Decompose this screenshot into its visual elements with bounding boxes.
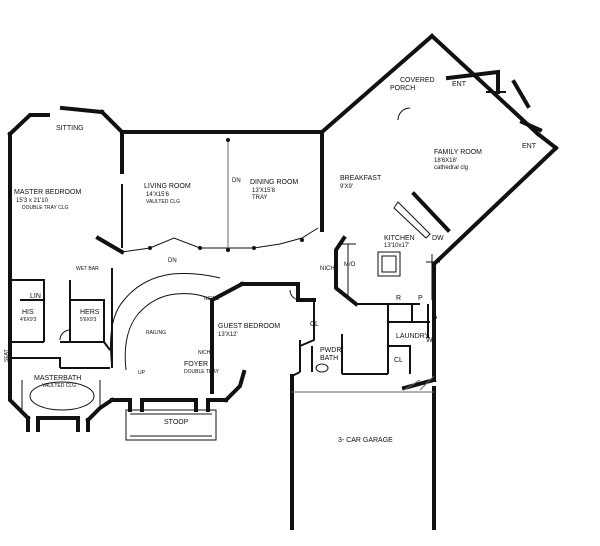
label-family-room: FAMILY ROOM <box>434 149 482 156</box>
label-master-bedroom: MASTER BEDROOM <box>14 189 81 196</box>
label-kitchen: KITCHEN <box>384 235 415 242</box>
interior-walls <box>10 69 543 394</box>
label-garage: 3- CAR GARAGE <box>338 437 393 444</box>
label-covered-porch-2: PORCH <box>390 85 415 92</box>
label-master-bedroom-dims: 15'3 x 21'10 <box>16 198 49 204</box>
label-cl-laundry: CL <box>394 357 403 364</box>
label-d: D <box>432 315 437 322</box>
label-sitting: SITTING <box>56 125 84 132</box>
label-masterbath: MASTERBATH <box>34 375 81 382</box>
label-railing: RAILING <box>146 330 166 336</box>
label-niche-kitchen: NICHE <box>320 266 339 272</box>
label-guest-bedroom: GUEST BEDROOM <box>218 323 280 330</box>
label-mo: M/O <box>344 262 356 268</box>
exterior-walls <box>7 33 559 530</box>
label-niche-foyer: NICHE <box>198 350 214 356</box>
label-breakfast: BREAKFAST <box>340 175 382 182</box>
label-cl-guest: CL <box>310 321 319 328</box>
label-dn-living: DN <box>232 178 241 184</box>
label-dining-room: DINING ROOM <box>250 179 298 186</box>
label-his-dims: 4'6X9'3 <box>20 317 37 323</box>
label-foyer: FOYER <box>184 361 208 368</box>
label-pwdr-2: BATH <box>320 355 338 362</box>
label-stoop: STOOP <box>164 419 189 426</box>
label-family-room-dims: 18'6X18' <box>434 158 457 164</box>
label-guest-bedroom-dims: 13'X12' <box>218 332 238 338</box>
label-ent-right: ENT <box>522 143 537 150</box>
label-his: HIS <box>22 309 34 316</box>
label-pwdr-1: PWDR/ <box>320 347 343 354</box>
room-labels: SITTING MASTER BEDROOM 15'3 x 21'10 DOUB… <box>4 77 537 444</box>
label-dw: DW <box>432 235 444 242</box>
label-laundry: LAUNDRY <box>396 333 430 340</box>
label-kitchen-dims: 13'10x17' <box>384 243 409 249</box>
label-foyer-note: DOUBLE TRAY <box>184 369 219 375</box>
label-dining-room-note: TRAY <box>252 195 268 201</box>
label-dining-room-dims: 13'X15'8 <box>252 188 276 194</box>
label-covered-porch-1: COVERED <box>400 77 435 84</box>
label-living-room: LIVING ROOM <box>144 183 191 190</box>
label-lin: LIN <box>30 293 41 300</box>
label-w: W <box>426 337 433 344</box>
label-breakfast-dims: 9'X9' <box>340 184 353 190</box>
label-wet-bar: WET BAR <box>76 266 99 272</box>
label-seat: SEAT <box>4 349 10 362</box>
fixture-details <box>21 107 435 441</box>
label-niche-stair: NICHE <box>204 296 220 302</box>
label-hers: HERS <box>80 309 100 316</box>
label-dn-foyer: DN <box>168 258 177 264</box>
label-r: R <box>396 295 401 302</box>
label-master-bedroom-note: DOUBLE TRAY CLG <box>22 205 69 211</box>
label-hers-dims: 5'6X9'3 <box>80 317 97 323</box>
label-living-room-note: VAULTED CLG <box>146 199 180 205</box>
label-up: UP <box>138 370 146 376</box>
label-masterbath-note: VAULTED CLG <box>42 383 76 389</box>
label-family-room-note: cathedral clg <box>434 165 468 171</box>
label-p: P <box>418 295 423 302</box>
label-living-room-dims: 14'X15'6 <box>146 192 170 198</box>
label-ent-top: ENT <box>452 81 467 88</box>
